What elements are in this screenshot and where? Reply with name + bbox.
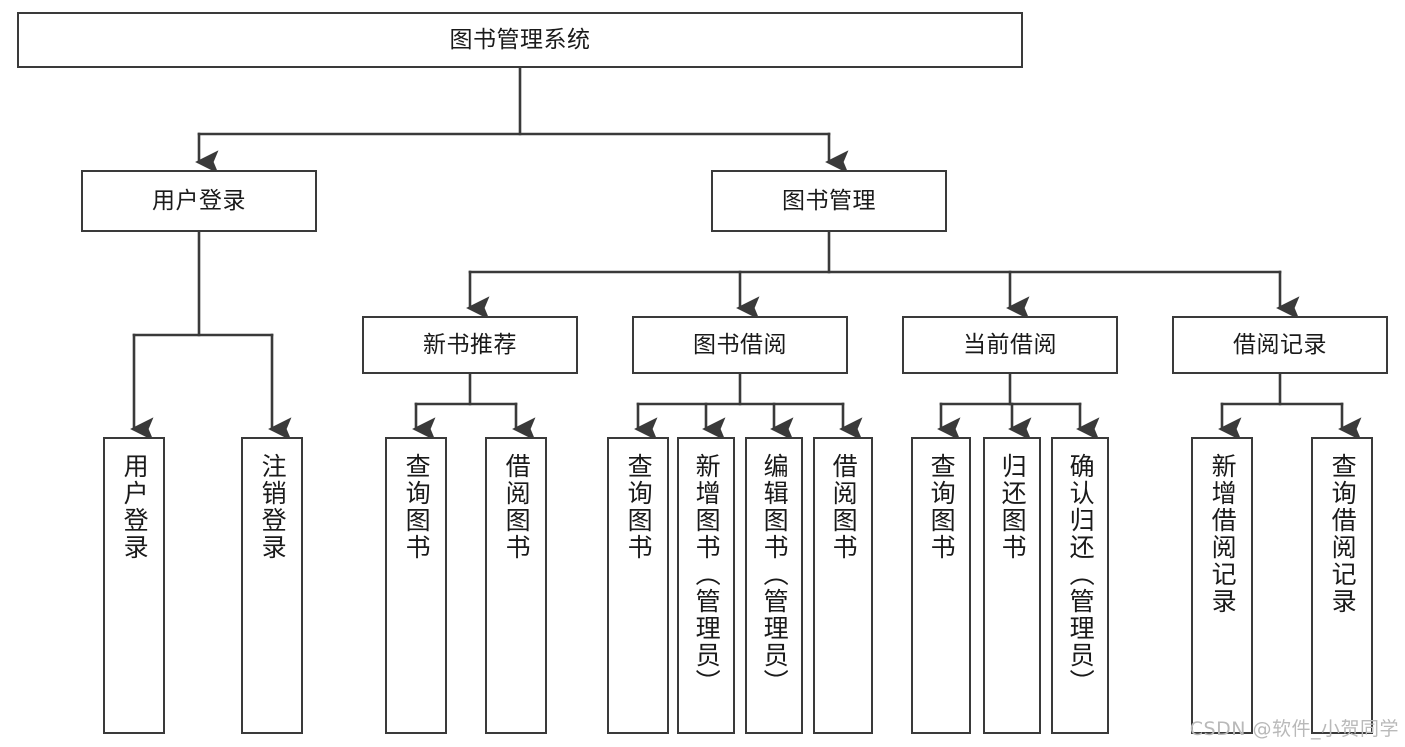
leaf-cb-return-book-label: 归还图书: [998, 453, 1028, 561]
node-current-borrow-label: 当前借阅: [963, 331, 1057, 358]
watermark: CSDN @软件_小贺同学: [1189, 718, 1399, 740]
node-root[interactable]: 图书管理系统: [17, 12, 1023, 68]
leaf-br-add-record[interactable]: 新增借阅记录: [1191, 437, 1253, 734]
leaf-br-query-record-label: 查询借阅记录: [1328, 453, 1358, 615]
node-user-login[interactable]: 用户登录: [81, 170, 317, 232]
leaf-bb-borrow-book[interactable]: 借阅图书: [813, 437, 873, 734]
node-book-management[interactable]: 图书管理: [711, 170, 947, 232]
leaf-bb-add-book-label: 新增图书（管理员）: [692, 453, 722, 696]
node-book-borrow-label: 图书借阅: [693, 331, 787, 358]
leaf-bb-query-book-label: 查询图书: [624, 453, 654, 561]
node-current-borrow[interactable]: 当前借阅: [902, 316, 1118, 374]
node-new-book-recommend-label: 新书推荐: [423, 331, 517, 358]
node-book-management-label: 图书管理: [782, 187, 876, 214]
leaf-br-query-record[interactable]: 查询借阅记录: [1311, 437, 1373, 734]
leaf-bb-add-book[interactable]: 新增图书（管理员）: [677, 437, 735, 734]
leaf-nbr-borrow-book[interactable]: 借阅图书: [485, 437, 547, 734]
leaf-bb-query-book[interactable]: 查询图书: [607, 437, 669, 734]
node-borrow-record-label: 借阅记录: [1233, 331, 1327, 358]
leaf-cb-return-book[interactable]: 归还图书: [983, 437, 1041, 734]
leaf-cb-query-book-label: 查询图书: [927, 453, 957, 561]
leaf-nbr-query-book[interactable]: 查询图书: [385, 437, 447, 734]
leaf-cb-confirm-return-label: 确认归还（管理员）: [1066, 453, 1096, 696]
leaf-user-login-label: 用户登录: [120, 453, 150, 561]
leaf-bb-edit-book[interactable]: 编辑图书（管理员）: [745, 437, 803, 734]
node-borrow-record[interactable]: 借阅记录: [1172, 316, 1388, 374]
leaf-nbr-query-book-label: 查询图书: [402, 453, 432, 561]
node-user-login-label: 用户登录: [152, 187, 246, 214]
leaf-cb-confirm-return[interactable]: 确认归还（管理员）: [1051, 437, 1109, 734]
leaf-bb-edit-book-label: 编辑图书（管理员）: [760, 453, 790, 696]
node-book-borrow[interactable]: 图书借阅: [632, 316, 848, 374]
leaf-logout[interactable]: 注销登录: [241, 437, 303, 734]
leaf-cb-query-book[interactable]: 查询图书: [911, 437, 971, 734]
leaf-logout-label: 注销登录: [258, 453, 288, 561]
leaf-bb-borrow-book-label: 借阅图书: [829, 453, 859, 561]
leaf-user-login[interactable]: 用户登录: [103, 437, 165, 734]
leaf-br-add-record-label: 新增借阅记录: [1208, 453, 1238, 615]
leaf-nbr-borrow-book-label: 借阅图书: [502, 453, 532, 561]
node-root-label: 图书管理系统: [449, 26, 591, 53]
node-new-book-recommend[interactable]: 新书推荐: [362, 316, 578, 374]
